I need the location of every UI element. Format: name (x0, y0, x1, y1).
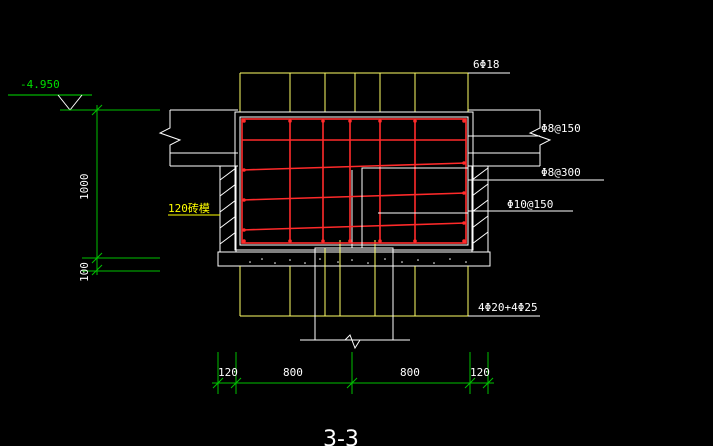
brick-wall-right (471, 165, 489, 253)
column-above (239, 72, 510, 112)
horizontal-dimension (212, 352, 494, 394)
label-stirrup-150: Φ8@150 (541, 122, 581, 135)
label-brick-wall: 120砖模 (168, 201, 210, 215)
base-cushion (217, 251, 491, 267)
label-top-bars: 6Φ18 (473, 58, 500, 71)
height-dimension-100: 100 (78, 262, 91, 282)
elevation-marker: -4.950 (8, 78, 160, 111)
slab-right (468, 109, 552, 167)
dim-left-width: 800 (283, 366, 303, 379)
base-hatch-dots (249, 258, 467, 264)
dim-right-width: 800 (400, 366, 420, 379)
vertical-dimension (82, 104, 160, 276)
brick-wall-left (219, 165, 237, 253)
label-stirrup-300: Φ8@300 (541, 166, 581, 179)
beam-outline (234, 111, 474, 251)
label-side-bars: Φ10@150 (507, 198, 553, 211)
height-dimension-1000: 1000 (78, 174, 91, 201)
rebar-cage (241, 118, 467, 244)
rebar-dots (242, 119, 466, 243)
dim-left-wall: 120 (218, 366, 238, 379)
slab-left (158, 109, 238, 167)
inner-stirrup (361, 167, 468, 248)
pile-lines (300, 170, 410, 350)
label-bottom-bars: 4Φ20+4Φ25 (478, 301, 538, 314)
section-title: 3-3 (323, 427, 359, 446)
elevation-triangle-icon (57, 94, 83, 111)
leaders (468, 72, 604, 317)
elevation-text: -4.950 (20, 78, 60, 91)
dim-right-wall: 120 (470, 366, 490, 379)
